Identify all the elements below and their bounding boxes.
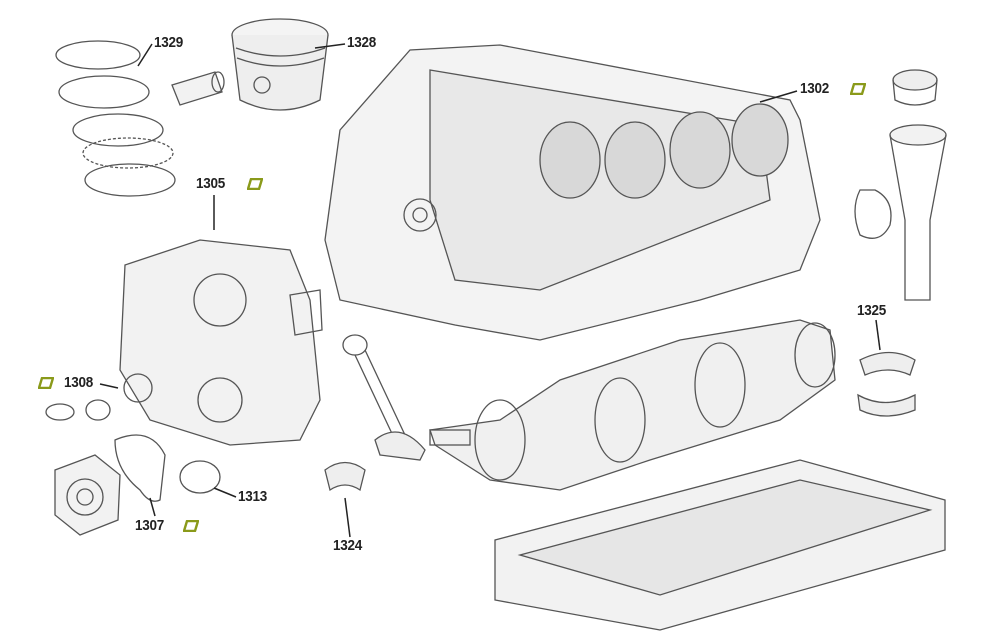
timing-cover-drawing (119, 239, 323, 446)
gasket-icon (247, 178, 263, 190)
part-label-1329: 1329 (154, 34, 183, 51)
engine-block-drawing (324, 44, 821, 341)
part-label-1325: 1325 (857, 302, 886, 319)
part-label-1302: 1302 (800, 80, 829, 97)
leader-lines (99, 43, 881, 538)
part-label-1307: 1307 (135, 517, 164, 534)
gasket-icon (850, 83, 866, 95)
part-label-1308: 1308 (64, 374, 93, 391)
bedplate-drawing (494, 459, 946, 631)
connecting-rod-drawing (324, 334, 426, 492)
piston-rings-drawing (55, 40, 176, 197)
water-pump-drawing (54, 434, 166, 536)
part-label-1324: 1324 (333, 537, 362, 554)
thermostat-drawing (45, 399, 111, 421)
piston-pin-drawing (171, 71, 225, 106)
main-bearing-drawing (857, 351, 916, 417)
part-label-1305: 1305 (196, 175, 225, 192)
crankshaft-drawing (429, 319, 836, 491)
gasket-icon (183, 520, 199, 532)
gasket-icon (38, 377, 54, 389)
piston-drawing (231, 18, 329, 111)
part-label-1313: 1313 (238, 488, 267, 505)
part-label-1328: 1328 (347, 34, 376, 51)
seal-drawing (179, 460, 221, 494)
oil-filter-housing-drawing (854, 69, 947, 301)
